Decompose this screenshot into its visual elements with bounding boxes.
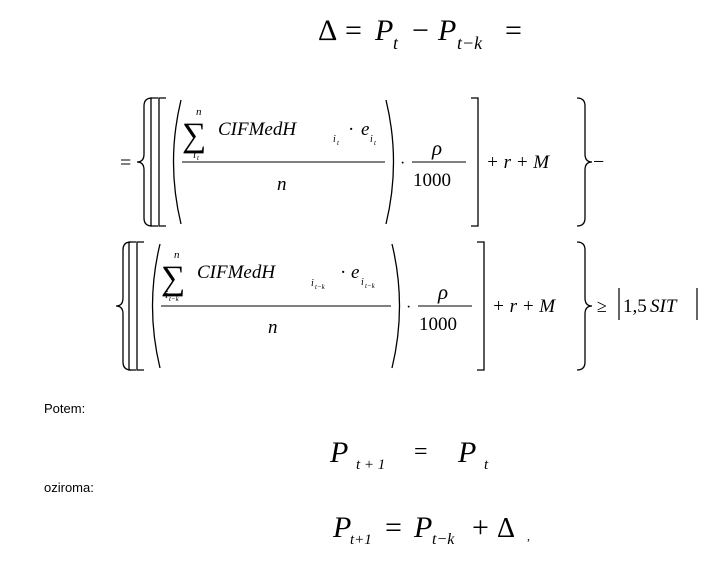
currency-unit: SIT <box>650 296 678 317</box>
sum-upper-limit: n <box>196 106 202 118</box>
label-potem: Potem: <box>44 401 86 416</box>
price-subscript: t <box>393 33 399 53</box>
exchange-rate-variable: e <box>351 262 359 283</box>
left-curly-brace <box>136 97 153 227</box>
e-subscript-index: t <box>374 139 377 147</box>
density-rho: ρ <box>431 136 442 160</box>
right-square-bracket <box>477 241 485 371</box>
sum-lower-subscript: t−k <box>169 295 180 303</box>
plus-r-plus-m: + r + M <box>486 152 550 173</box>
equals-sign: = <box>505 14 522 47</box>
minus-sign: − <box>593 151 604 173</box>
summation-symbol: ∑ <box>161 260 185 297</box>
price-update-equation: P t+1 = P t−k + Δ , <box>332 511 530 548</box>
cif-subscript: i <box>333 134 336 145</box>
sum-upper-limit: n <box>174 249 180 261</box>
price-subscript: t <box>484 457 489 473</box>
right-curly-brace <box>576 241 593 371</box>
price-subscript: t−k <box>432 531 455 548</box>
fraction-denominator: n <box>277 174 287 195</box>
formula-row-previous: ∑ n i t−k CIFMedH i t−k · e i t−k n · ρ … <box>115 241 698 371</box>
fraction-denominator: 1000 <box>419 314 457 335</box>
left-square-bracket <box>136 241 144 371</box>
equals-sign: = <box>120 152 131 174</box>
cif-subscript-index: t−k <box>315 283 326 291</box>
multiplication-dot: · <box>406 299 411 316</box>
multiplication-dot: · <box>400 155 405 172</box>
plus-sign: + <box>472 511 489 544</box>
price-symbol: P <box>437 14 456 47</box>
greater-equal-sign: ≥ <box>597 296 607 316</box>
left-parenthesis <box>151 243 161 369</box>
density-rho: ρ <box>437 280 448 304</box>
left-curly-brace <box>115 241 132 371</box>
price-symbol: P <box>329 436 348 469</box>
price-equality-equation: P t + 1 = P t <box>329 436 489 473</box>
e-subscript: i <box>361 277 364 288</box>
minus-sign: − <box>412 14 429 47</box>
price-subscript: t + 1 <box>356 457 385 473</box>
right-curly-brace <box>576 97 593 227</box>
delta-symbol: Δ <box>497 513 515 544</box>
price-symbol: P <box>332 511 351 544</box>
e-subscript-index: t−k <box>365 282 376 290</box>
delta-equation: Δ = P t − P t−k = <box>318 14 522 53</box>
left-square-bracket <box>128 241 136 371</box>
equals-sign: = <box>385 511 402 544</box>
sum-lower-limit: i <box>165 289 168 301</box>
cif-subscript-index: t <box>337 139 340 147</box>
sum-lower-limit: i <box>193 149 196 161</box>
plus-r-plus-m: + r + M <box>492 296 556 317</box>
right-parenthesis <box>391 243 401 369</box>
summation-symbol: ∑ <box>182 117 206 154</box>
right-square-bracket <box>471 97 479 227</box>
cif-med-h-variable: CIFMedH <box>197 262 276 283</box>
cif-med-h-variable: CIFMedH <box>218 119 297 140</box>
fraction-denominator: 1000 <box>413 170 451 191</box>
price-subscript: t−k <box>457 33 483 53</box>
delta-symbol: Δ <box>318 14 337 47</box>
cif-subscript: i <box>311 278 314 289</box>
price-symbol: P <box>413 511 432 544</box>
exchange-rate-variable: e <box>361 119 369 140</box>
multiplication-dot: · <box>340 262 346 283</box>
sum-lower-subscript: t <box>197 154 200 162</box>
equals-sign: = <box>414 439 428 465</box>
e-subscript: i <box>370 134 373 145</box>
right-parenthesis <box>385 99 395 225</box>
price-symbol: P <box>374 14 393 47</box>
equals-sign: = <box>345 14 362 47</box>
price-subscript: t+1 <box>350 532 372 548</box>
left-square-bracket <box>150 97 158 227</box>
label-oziroma: oziroma: <box>44 480 94 495</box>
fraction-denominator: n <box>268 317 278 338</box>
price-symbol: P <box>457 436 476 469</box>
left-square-bracket <box>158 97 166 227</box>
multiplication-dot: · <box>348 119 354 140</box>
threshold-value: 1,5 <box>623 296 647 317</box>
trailing-comma: , <box>527 529 530 543</box>
formula-row-current: = ∑ n i t CIFMedH i t · e i t n · ρ 1000… <box>120 97 604 227</box>
left-parenthesis <box>172 99 182 225</box>
